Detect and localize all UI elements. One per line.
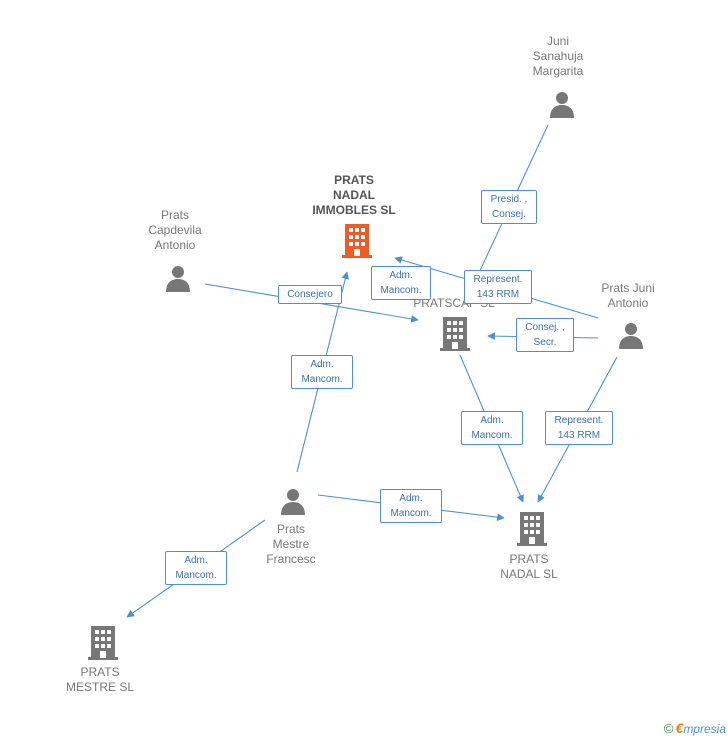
edge-label-represent-1[interactable]: Represent. 143 RRM: [464, 270, 532, 304]
brand-logo-letter: €: [675, 720, 684, 736]
edge-label-presid-consej[interactable]: Presid. , Consej.: [481, 190, 537, 224]
node-juni-sanahuja-margarita[interactable]: Juni Sanahuja Margarita: [532, 34, 584, 78]
node-prats-juni-antonio[interactable]: Prats Juni Antonio: [601, 281, 655, 310]
person-icon: [166, 266, 190, 292]
edge-label-consejero[interactable]: Consejero: [278, 285, 342, 304]
edge-label-adm-mancom-4[interactable]: Adm. Mancom.: [380, 489, 442, 523]
node-prats-capdevila-antonio[interactable]: Prats Capdevila Antonio: [148, 208, 202, 252]
node-prats-nadal-immobles[interactable]: PRATS NADAL IMMOBLES SL: [312, 173, 396, 217]
edge-label-represent-2[interactable]: Represent. 143 RRM: [545, 411, 613, 445]
person-icon: [619, 323, 643, 349]
empresia-watermark: ©€mpresia: [664, 720, 726, 736]
building-icon: [440, 317, 470, 351]
edge-label-adm-mancom-2[interactable]: Adm. Mancom.: [291, 355, 353, 389]
node-prats-mestre-francesc[interactable]: Prats Mestre Francesc: [266, 522, 316, 566]
building-icon: [517, 512, 547, 546]
person-icon: [281, 489, 305, 515]
edge-label-adm-mancom-5[interactable]: Adm. Mancom.: [165, 551, 227, 585]
building-icon: [88, 626, 118, 660]
edge-label-adm-mancom-3[interactable]: Adm. Mancom.: [461, 411, 523, 445]
person-icon: [550, 92, 574, 118]
edge-label-consej-secr[interactable]: Consej. , Secr.: [516, 318, 574, 352]
copyright-icon: ©: [663, 721, 674, 736]
building-icon: [342, 224, 372, 258]
node-prats-nadal-sl[interactable]: PRATS NADAL SL: [500, 552, 558, 581]
edge-label-adm-mancom-1[interactable]: Adm. Mancom.: [371, 266, 431, 300]
brand-logo-text: mpresia: [683, 722, 726, 736]
node-prats-mestre-sl[interactable]: PRATS MESTRE SL: [65, 665, 134, 694]
